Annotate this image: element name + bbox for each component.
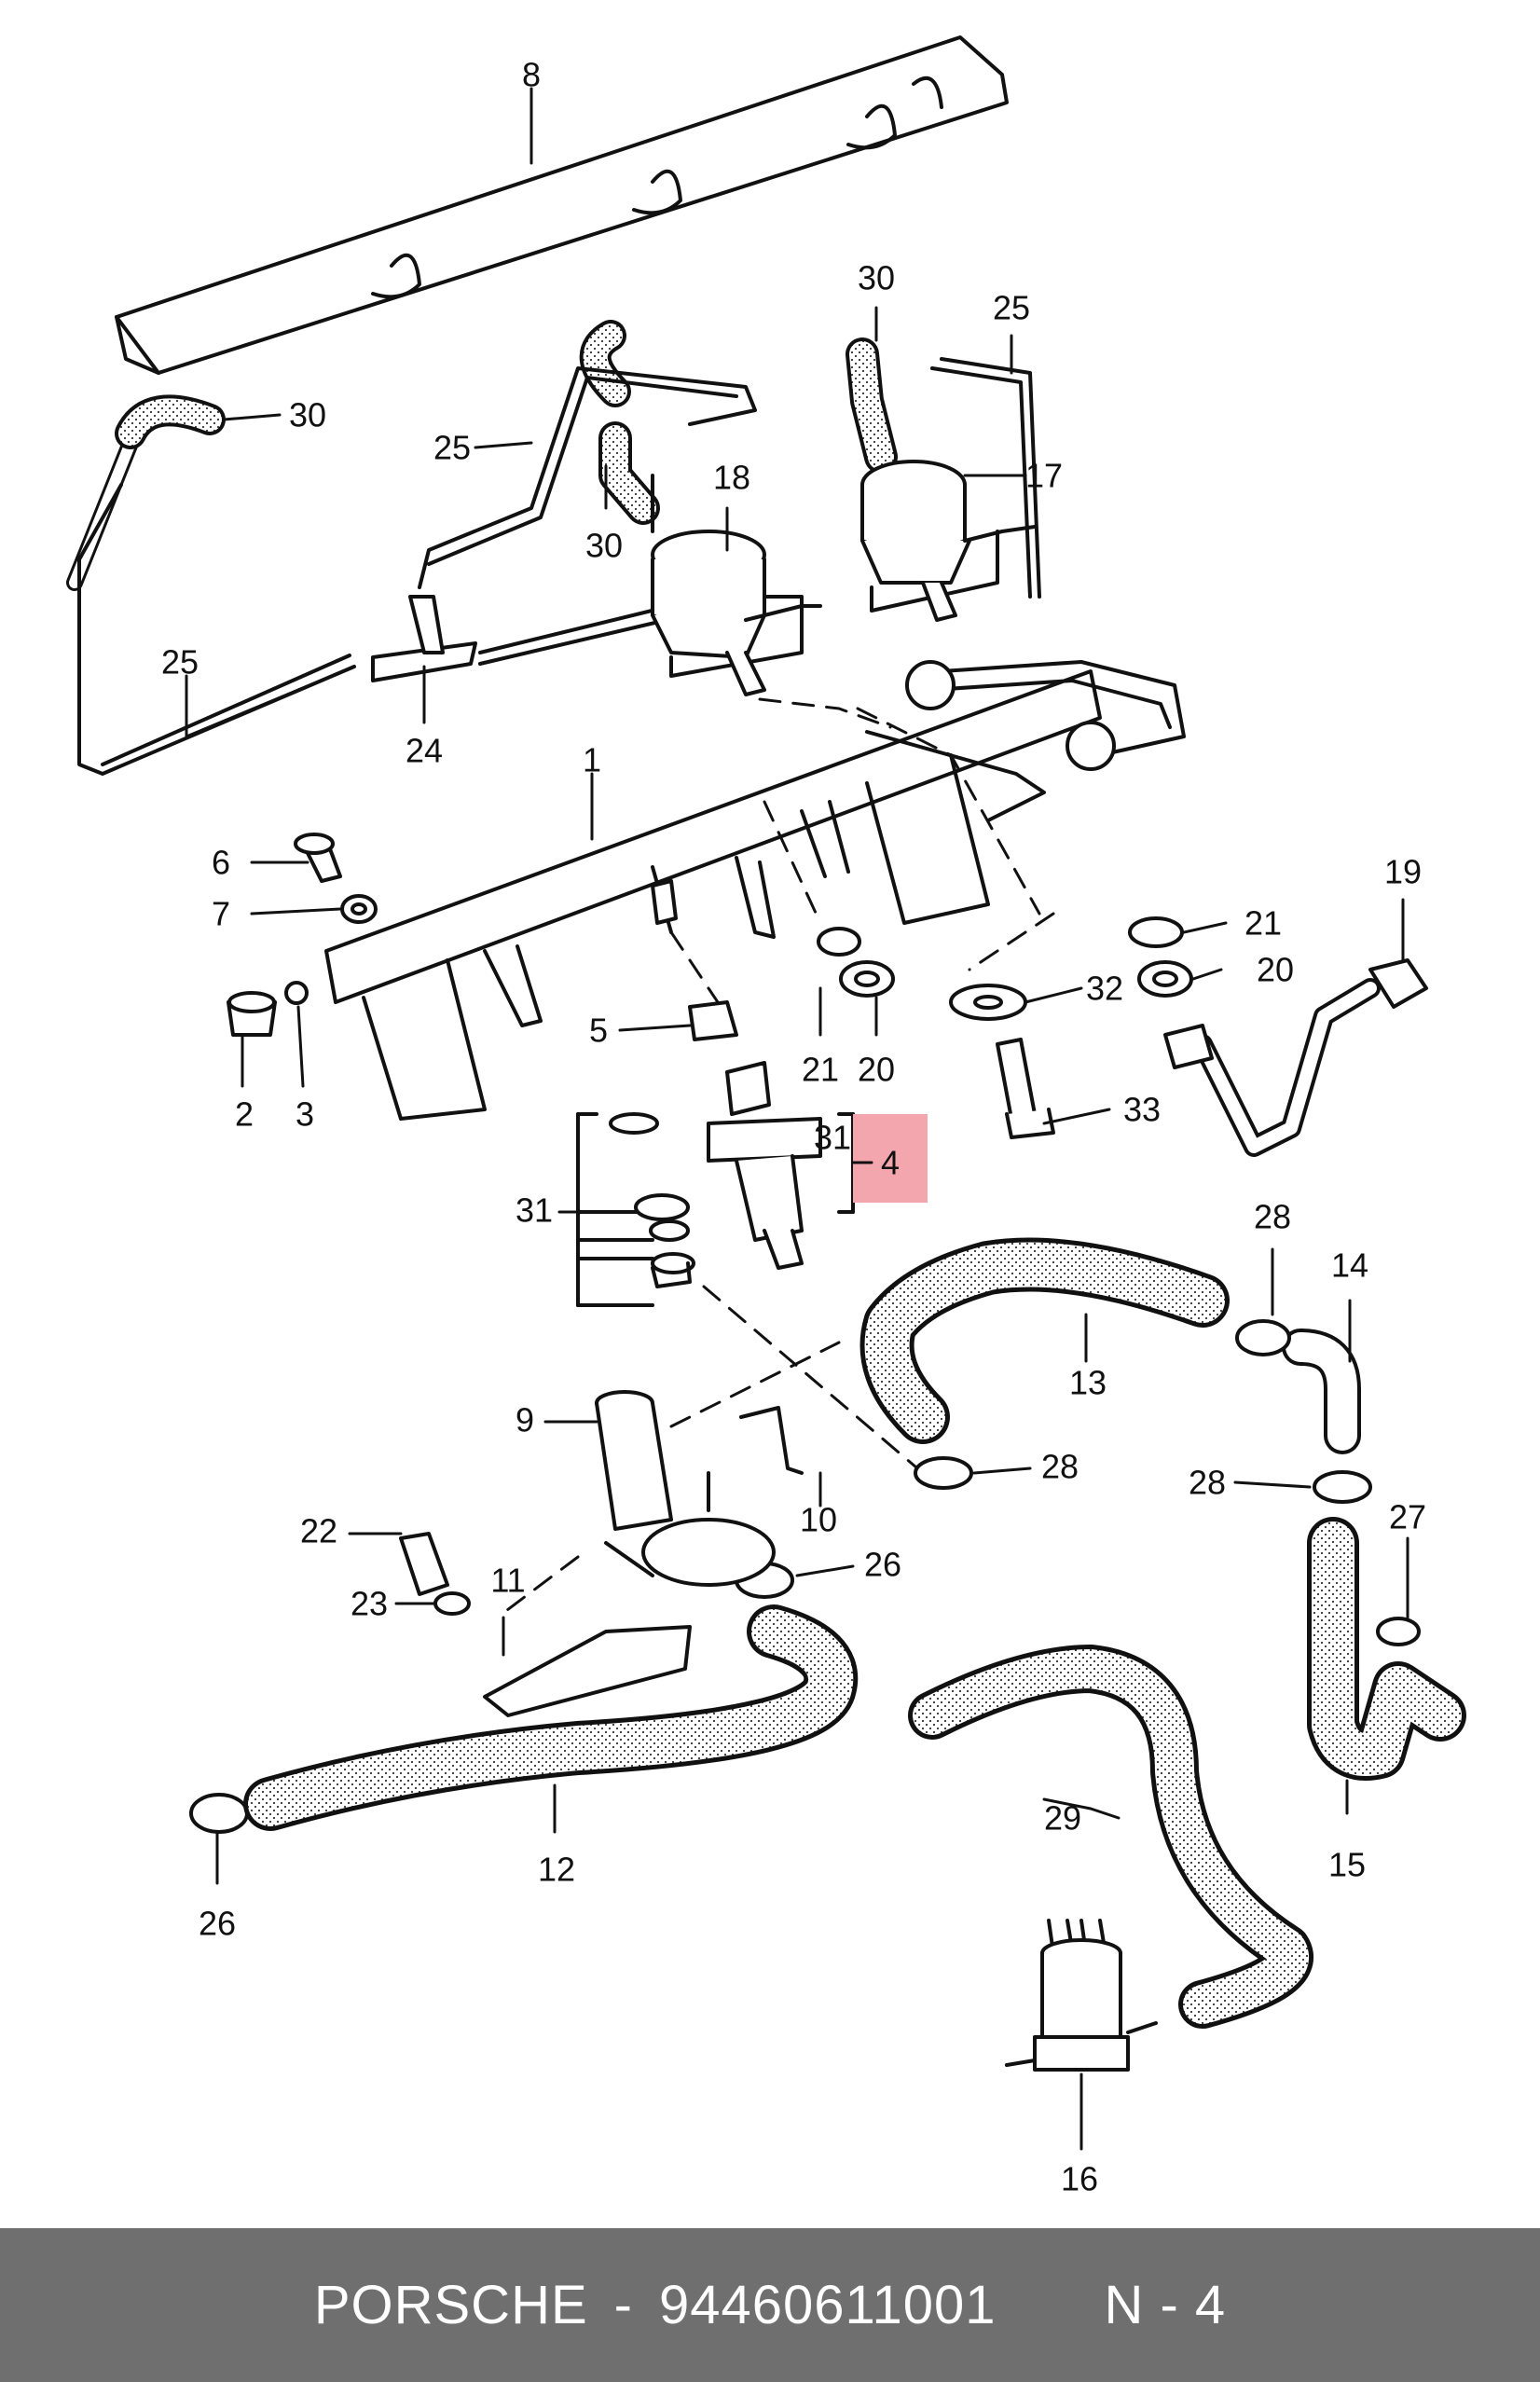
callout-25b: 25 [993, 289, 1030, 327]
valve-16 [1005, 1919, 1158, 2072]
callout-30a: 30 [289, 396, 326, 434]
callout-labels: 8 30 25 30 25 30 18 17 25 24 1 6 7 19 21… [161, 56, 1426, 2198]
callout-16: 16 [1061, 2160, 1098, 2198]
hose-15 [1307, 1517, 1466, 1781]
callout-12: 12 [538, 1851, 575, 1889]
pump-9 [399, 1390, 804, 1717]
callout-3: 3 [296, 1095, 314, 1134]
callout-20b: 20 [858, 1051, 895, 1089]
callout-13: 13 [1069, 1364, 1107, 1402]
callout-11: 11 [490, 1562, 525, 1600]
callout-7: 7 [212, 895, 230, 933]
callout-28b: 28 [1041, 1448, 1079, 1486]
callout-20a: 20 [1257, 951, 1294, 989]
callout-8: 8 [522, 56, 541, 94]
highlight-box [853, 1114, 928, 1203]
callout-4: 4 [881, 1144, 900, 1182]
callout-14: 14 [1331, 1246, 1368, 1285]
fuel-injection-exploded-diagram: 8 30 25 30 25 30 18 17 25 24 1 6 7 19 21… [66, 35, 1466, 2198]
t-fitting [371, 595, 696, 682]
callout-1: 1 [583, 741, 601, 779]
vacuum-lines [66, 320, 1041, 776]
callout-23: 23 [351, 1585, 388, 1623]
callout-22: 22 [300, 1512, 337, 1550]
callout-28c: 28 [1189, 1464, 1226, 1502]
brand-label: PORSCHE [313, 2275, 588, 2335]
callout-25c: 25 [161, 643, 199, 682]
callout-15: 15 [1328, 1846, 1366, 1884]
callout-26a: 26 [864, 1546, 901, 1584]
clip-5 [651, 879, 738, 1041]
fuel-rail [324, 660, 1186, 1121]
callout-18: 18 [713, 459, 750, 497]
diagram-position: N - 4 [1104, 2275, 1227, 2335]
callout-25a: 25 [433, 429, 471, 467]
callout-24: 24 [406, 732, 443, 770]
callout-26b: 26 [199, 1905, 236, 1943]
injector-4 [576, 1061, 855, 1307]
callout-5: 5 [589, 1012, 608, 1050]
bolt-and-washers-left [227, 833, 378, 1037]
callout-9: 9 [516, 1401, 534, 1439]
callout-17: 17 [1025, 457, 1063, 495]
callout-31b: 31 [516, 1191, 553, 1230]
callout-27: 27 [1389, 1498, 1426, 1536]
cover-rail [115, 35, 1009, 375]
hose-29 [908, 1645, 1313, 2029]
callout-30c: 30 [858, 259, 895, 297]
pressure-regulator-18 [651, 474, 822, 696]
callout-19: 19 [1384, 853, 1422, 891]
callout-21a: 21 [1244, 904, 1282, 943]
part-info-footer: PORSCHE - 94460611001 N - 4 [0, 2228, 1540, 2382]
fuel-line-19 [1163, 958, 1428, 1157]
separator: - [613, 2275, 633, 2335]
hose-12 [243, 1604, 859, 1831]
pressure-regulator-17 [860, 460, 1037, 622]
callout-10: 10 [800, 1501, 837, 1539]
callout-21b: 21 [802, 1051, 839, 1089]
callout-2: 2 [235, 1095, 254, 1134]
callout-32: 32 [1086, 970, 1123, 1008]
callout-30b: 30 [585, 527, 623, 565]
callout-28a: 28 [1254, 1198, 1291, 1236]
callout-leaders [185, 87, 1409, 2151]
callout-6: 6 [212, 844, 230, 882]
hose-13 [859, 1237, 1230, 1444]
callout-31a: 31 [814, 1119, 851, 1157]
callout-33: 33 [1123, 1091, 1161, 1129]
assembly-dashes [502, 697, 1055, 1615]
part-number: 94460611001 [658, 2275, 997, 2335]
callout-29: 29 [1044, 1799, 1081, 1838]
elbow-14 [1282, 1329, 1361, 1454]
